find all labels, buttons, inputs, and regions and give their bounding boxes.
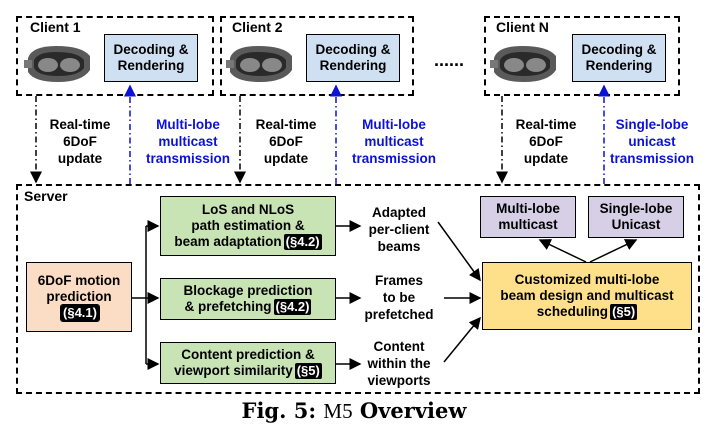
client-n-box xyxy=(484,16,680,96)
client-1-title: Client 1 xyxy=(30,19,81,35)
los-nlos-box: LoS and NLoS path estimation & beam adap… xyxy=(160,196,336,256)
section-tag: (§4.2) xyxy=(283,234,322,250)
vr-headset-icon xyxy=(488,40,562,88)
client-n-title: Client N xyxy=(496,19,549,35)
client-n-decoding-rendering: Decoding & Rendering xyxy=(572,34,666,82)
section-tag: (§5) xyxy=(610,304,638,320)
multi-lobe-multicast-box: Multi-lobe multicast xyxy=(480,196,576,238)
rendering-label: Rendering xyxy=(319,58,387,73)
client-1-box xyxy=(16,16,214,96)
vr-headset-icon xyxy=(22,40,96,88)
figure-caption: Fig. 5: M5 Overview xyxy=(241,398,467,423)
client-2-title: Client 2 xyxy=(232,19,283,35)
client-2-box xyxy=(220,16,414,96)
section-tag: (§4.1) xyxy=(60,304,100,322)
section-tag: (§5) xyxy=(294,363,322,379)
client-2-decoding-rendering: Decoding & Rendering xyxy=(306,34,400,82)
customized-beam-design-box: Customized multi-lobe beam design and mu… xyxy=(482,262,692,330)
client-ellipsis: ...... xyxy=(433,50,464,70)
rendering-label: Rendering xyxy=(117,58,185,73)
section-tag: (§4.2) xyxy=(273,299,312,315)
rendering-label: Rendering xyxy=(585,58,653,73)
decoding-label: Decoding & xyxy=(315,42,391,57)
single-lobe-unicast-box: Single-lobe Unicast xyxy=(588,196,684,238)
server-title: Server xyxy=(24,188,68,204)
server-box xyxy=(16,184,700,394)
motion-prediction-box: 6DoF motion prediction (§4.1) xyxy=(26,262,132,332)
decoding-label: Decoding & xyxy=(581,42,657,57)
decoding-label: Decoding & xyxy=(113,42,189,57)
blockage-box: Blockage prediction & prefetching(§4.2) xyxy=(160,278,336,320)
vr-headset-icon xyxy=(224,40,298,88)
client-1-decoding-rendering: Decoding & Rendering xyxy=(104,34,198,82)
content-prediction-box: Content prediction & viewport similarity… xyxy=(160,342,336,384)
